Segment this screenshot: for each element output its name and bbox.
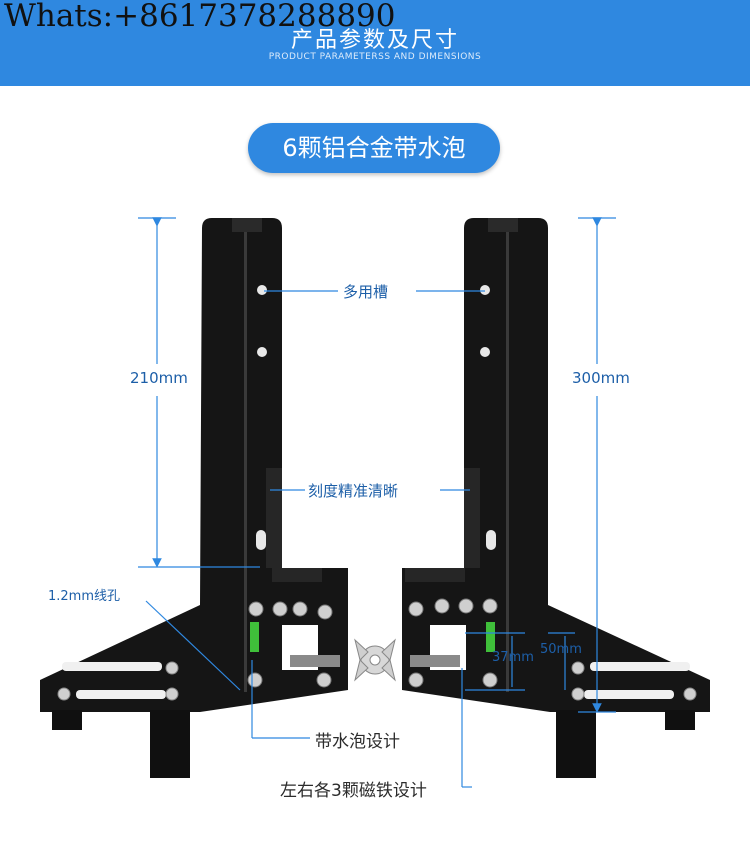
header-banner: 产品参数及尺寸 PRODUCT PARAMETERSS AND DIMENSIO…: [0, 0, 750, 86]
header-subtitle: PRODUCT PARAMETERSS AND DIMENSIONS: [268, 52, 482, 62]
left-ruler: [40, 218, 348, 778]
magnet-design-label: 左右各3颗磁铁设计: [280, 781, 427, 801]
scale-label: 刻度精准清晰: [308, 482, 399, 500]
dim-50-label: 50mm: [540, 642, 582, 657]
right-height-label: 300mm: [572, 369, 630, 387]
feature-badge: 6颗铝合金带水泡: [248, 123, 500, 173]
right-ruler: [402, 218, 710, 778]
watermark-text: Whats:+8617378288890: [4, 0, 396, 34]
header-title: 产品参数及尺寸: [290, 28, 459, 53]
wing-nut: [354, 638, 396, 682]
left-height-label: 210mm: [130, 369, 188, 387]
wire-hole-label: 1.2mm线孔: [48, 589, 121, 604]
dim-37-label: 37mm: [492, 650, 534, 665]
multi-slot-label: 多用槽: [343, 283, 389, 301]
bubble-design-label: 带水泡设计: [315, 732, 400, 752]
dimension-lines: [138, 217, 616, 788]
